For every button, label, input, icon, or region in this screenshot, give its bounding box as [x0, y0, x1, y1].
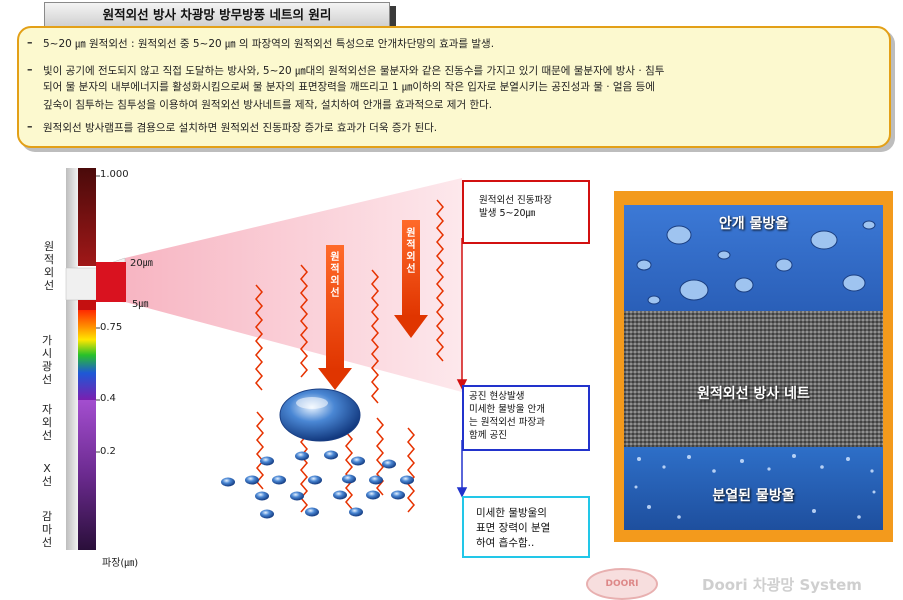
- spectrum-bar-side: [66, 168, 78, 550]
- note-line: 5~20 ㎛ 원적외선 : 원적외선 중 5~20 ㎛ 의 파장역의 원적외선 …: [43, 38, 495, 50]
- box-emission: 원적외선 진동파장 발생 5~20㎛: [462, 180, 590, 244]
- tick-label: 0.75: [100, 322, 123, 333]
- note-line: 깊숙이 침투하는 침투성을 이용하여 원적외선 방사네트를 제작, 설치하여 안…: [43, 99, 493, 111]
- box-absorption: 미세한 물방울의 표면 장력이 분열 하여 흡수함..: [462, 496, 590, 558]
- band-label-xray: X선: [41, 462, 53, 488]
- tick-label: 0.4: [100, 393, 116, 404]
- net-mesh-band: [624, 311, 883, 447]
- band-label-far-infrared: 원적외선: [43, 240, 55, 292]
- band-label-ultraviolet: 자외선: [41, 403, 53, 442]
- droplet-pattern: [636, 220, 876, 305]
- page-title: 원적외선 방사 차광망 방무방풍 네트의 원리: [44, 2, 390, 28]
- box-line: 미세한 물방울 안개: [469, 404, 545, 415]
- note-line: 되어 물 분자의 내부에너지를 활성화시킴으로써 물 분자의 표면장력을 깨뜨리…: [43, 81, 655, 93]
- small-water-drops: [221, 450, 414, 519]
- box-line: 하여 흡수함..: [476, 537, 535, 549]
- band-label-visible: 가시광선: [41, 334, 53, 386]
- wavy-rays: [255, 199, 444, 513]
- spectrum-bar-infrared-lower: [78, 300, 96, 310]
- box-line: 표면 장력이 분열: [476, 522, 551, 534]
- brand-text: Doori 차광망 System: [702, 576, 862, 594]
- box-line: 발생 5~20㎛: [479, 208, 536, 219]
- tick-label: 1.000: [100, 169, 129, 180]
- tick-label: 0.2: [100, 446, 116, 457]
- spectrum-bar-ultraviolet: [78, 400, 96, 550]
- split-droplet-band: [624, 447, 883, 530]
- bullet-dash: –: [27, 63, 33, 76]
- diagram-svg: [65, 168, 468, 550]
- photo-label-net: 원적외선 방사 네트: [697, 386, 810, 402]
- box-line: 는 원적외선 파장과: [469, 417, 545, 428]
- box-line: 공진 현상발생: [469, 391, 525, 402]
- box-resonance: 공진 현상발생 미세한 물방울 안개 는 원적외선 파장과 함께 공진: [462, 385, 590, 451]
- far-infrared-highlight: [96, 262, 126, 302]
- tick-label: 20㎛: [130, 258, 153, 269]
- photo-label-split: 분열된 물방울: [712, 488, 795, 504]
- arrow-label: 원적외선: [406, 228, 416, 275]
- box-line: 원적외선 진동파장: [479, 195, 552, 206]
- bullet-dash: –: [27, 36, 33, 49]
- far-infrared-arrow: [318, 245, 352, 390]
- note-line: 원적외선 방사램프를 겸용으로 설치하면 원적외선 진동파장 증가로 효과가 더…: [43, 122, 438, 134]
- tick-label: 5㎛: [132, 299, 149, 310]
- fine-droplet-pattern: [634, 454, 876, 519]
- bullet-dash: –: [27, 120, 33, 133]
- arrow-label: 원적외선: [330, 252, 340, 299]
- spectrum-bar-visible: [78, 310, 96, 400]
- description-box: – 5~20 ㎛ 원적외선 : 원적외선 중 5~20 ㎛ 의 파장역의 원적외…: [17, 26, 891, 148]
- emission-cone: [125, 178, 462, 392]
- spectrum-bar-infrared: [78, 168, 96, 266]
- brand-logo: DOORI: [586, 568, 658, 600]
- water-drop-large: [279, 388, 361, 442]
- net-photo-frame: 안개 물방울 원적외선 방사 네트 분열된 물방울: [614, 191, 893, 542]
- net-photo: 안개 물방울 원적외선 방사 네트 분열된 물방울: [624, 205, 883, 530]
- box-line: 미세한 물방울의: [476, 507, 547, 519]
- far-infrared-arrow: [394, 220, 428, 338]
- axis-label: 파장(㎛): [102, 558, 139, 569]
- box-line: 함께 공진: [469, 430, 507, 441]
- connector-red: [456, 238, 468, 390]
- band-label-gamma: 감마선: [41, 510, 53, 549]
- photo-label-fog: 안개 물방울: [718, 216, 789, 232]
- water-drop-highlight: [296, 397, 328, 409]
- fog-droplet-band: [624, 205, 883, 311]
- note-line: 빛이 공기에 전도되지 않고 직접 도달하는 방사와, 5~20 ㎛대의 원적외…: [43, 65, 665, 77]
